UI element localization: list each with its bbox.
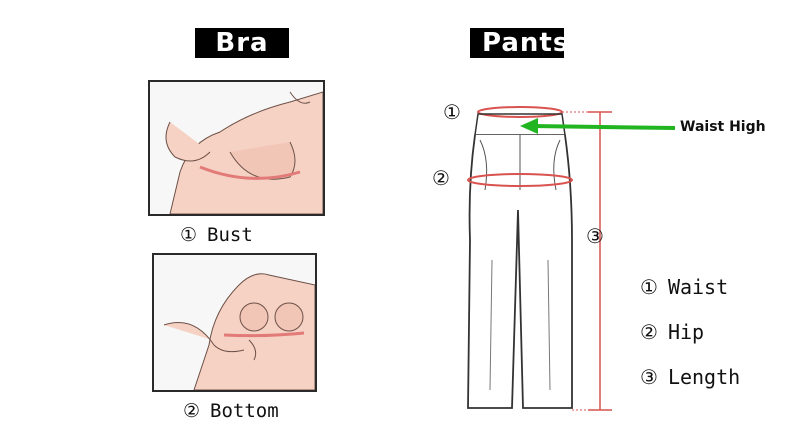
legend-length-number: ③ — [640, 365, 658, 389]
bottom-caption: ② Bottom — [183, 400, 279, 422]
bust-measurement-image — [148, 80, 325, 216]
bust-label: Bust — [207, 224, 253, 246]
bottom-label: Bottom — [210, 400, 279, 422]
hip-line — [467, 173, 573, 187]
bust-caption: ① Bust — [180, 224, 253, 246]
bottom-number: ② — [183, 400, 201, 422]
legend-waist-number: ① — [640, 275, 658, 299]
legend-hip: ② Hip — [640, 320, 704, 344]
legend-length-label: Length — [667, 365, 741, 389]
bust-number: ① — [180, 224, 198, 246]
waist-line — [477, 106, 563, 118]
legend-hip-label: Hip — [667, 320, 705, 344]
bust-illustration — [150, 82, 324, 215]
legend-waist-label: Waist — [667, 275, 729, 299]
bra-heading: Bra — [195, 28, 289, 58]
legend-waist: ① Waist — [640, 275, 728, 299]
pants-diagram — [467, 106, 676, 411]
legend-length: ③ Length — [640, 365, 740, 389]
bottom-illustration — [154, 255, 316, 391]
pants-marker-3: ③ — [586, 224, 604, 248]
pants-marker-2: ② — [432, 166, 450, 190]
pants-marker-1: ① — [443, 100, 461, 124]
waist-high-arrow — [531, 124, 676, 130]
legend-hip-number: ② — [640, 320, 658, 344]
bottom-measurement-image — [152, 253, 317, 392]
pants-heading: Pants — [470, 28, 568, 58]
waist-high-label: Waist High — [680, 119, 766, 135]
